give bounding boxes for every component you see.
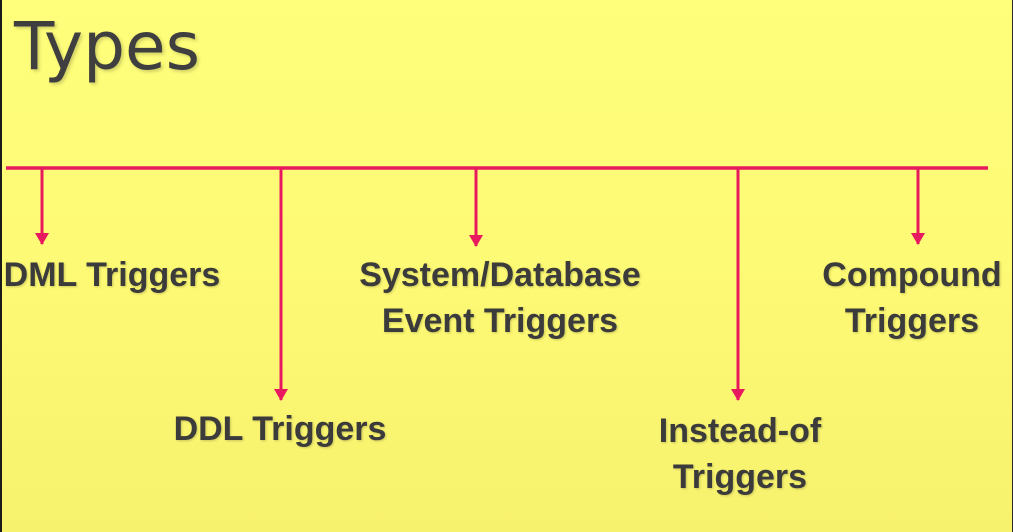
node-compound-triggers: Compound Triggers (792, 252, 1012, 344)
node-instead-of-line-1: Instead-of (658, 412, 822, 450)
node-system-database-line-2: Event Triggers (381, 302, 619, 340)
node-system-database-event-triggers: System/Database Event Triggers (330, 252, 670, 344)
node-dml-triggers: DML Triggers (2, 252, 262, 298)
node-dml-triggers-line-1: DML Triggers (3, 256, 221, 294)
node-ddl-triggers-line-1: DDL Triggers (173, 410, 387, 448)
node-system-database-line-1: System/Database (359, 256, 641, 294)
screen-edge-left (0, 0, 2, 532)
node-instead-of-triggers: Instead-of Triggers (620, 408, 860, 500)
node-instead-of-line-2: Triggers (672, 458, 808, 496)
node-compound-line-1: Compound (822, 256, 1002, 294)
node-ddl-triggers: DDL Triggers (130, 406, 430, 452)
slide-title: Types (14, 8, 200, 85)
node-compound-line-2: Triggers (844, 302, 980, 340)
